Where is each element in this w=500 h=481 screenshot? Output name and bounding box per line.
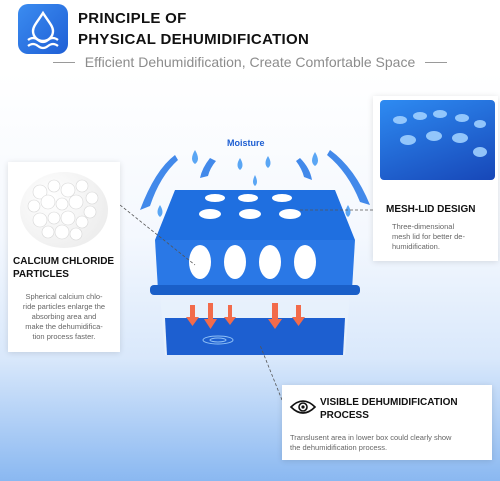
droplet [253,175,257,186]
visible-title-line-1: VISIBLE DEHUMIDIFICATION [320,397,458,408]
calcium-title: CALCIUM CHLORIDE PARTICLES [13,255,114,281]
visible-title-line-2: PROCESS [320,410,369,421]
moisture-swoosh [327,150,370,205]
ripple [202,335,234,345]
moisture-label: Moisture [227,138,265,148]
calcium-title-line-1: CALCIUM CHLORIDE [13,256,115,267]
calcium-text-line: tion process faster. [32,332,96,341]
visible-process-card [282,385,492,460]
arrow-down [204,303,217,329]
moisture-swoosh [296,158,312,180]
title-line-1: PRINCIPLE OF [78,10,187,27]
droplet [345,205,351,217]
lid-front [155,240,355,290]
mesh-lid-text-line: Three-dimensional [392,222,455,231]
subtitle-row: Efficient Dehumidification, Create Comfo… [0,52,500,72]
droplet [157,205,163,217]
calcium-text-line: make the dehumidifica- [25,322,103,331]
calcium-particles-image [20,172,108,248]
visible-text-line: the dehumidification process. [290,443,388,452]
visible-text-line: Translusent area in lower box could clea… [290,433,452,442]
arrow-down [186,305,199,326]
calcium-text-line: absorbing area and [31,312,97,321]
calcium-text-line: Spherical calcium chlo- [25,292,103,301]
eye-icon [289,398,317,416]
calcium-text-line: ride particles enlarge the [22,302,106,311]
mesh-lid-image [380,100,495,180]
arrow-down [292,305,305,326]
visible-process-title: VISIBLE DEHUMIDIFICATION PROCESS [320,396,458,422]
page-title: PRINCIPLE OF PHYSICAL DEHUMIDIFICATION [78,8,309,50]
water-droplets [157,150,351,217]
subtitle: Efficient Dehumidification, Create Comfo… [84,54,416,70]
calcium-title-line-2: PARTICLES [13,269,69,280]
mesh-lid-title: MESH-LID DESIGN [386,204,476,215]
arrow-down [268,303,282,329]
absorption-arrows [186,303,305,329]
connector-lines [119,204,373,401]
mesh-lid-description: Three-dimensional mesh lid for better de… [392,222,492,252]
arrow-down [224,305,236,325]
mesh-lid-text-line: humidification. [392,242,440,251]
ripple [209,337,227,343]
droplet [192,150,198,164]
subtitle-rule-right [425,61,448,63]
droplet [312,152,318,166]
moisture-swoosh [200,158,216,178]
dehumidifier-illustration [119,150,373,401]
visible-process-description: Translusent area in lower box could clea… [290,433,486,453]
subtitle-rule-left [52,61,75,63]
water-waves-icon [18,4,68,54]
mesh-lid-text-line: mesh lid for better de- [392,232,465,241]
droplet [265,156,271,168]
lid-top-holes [199,194,301,219]
lid-front-holes [189,245,316,279]
title-line-2: PHYSICAL DEHUMIDIFICATION [78,31,310,48]
calcium-description: Spherical calcium chlo- ride particles e… [16,292,112,342]
moisture-swooshes [140,150,370,210]
droplet [237,158,243,170]
moisture-swoosh [140,155,178,210]
lid-rim [150,285,360,295]
